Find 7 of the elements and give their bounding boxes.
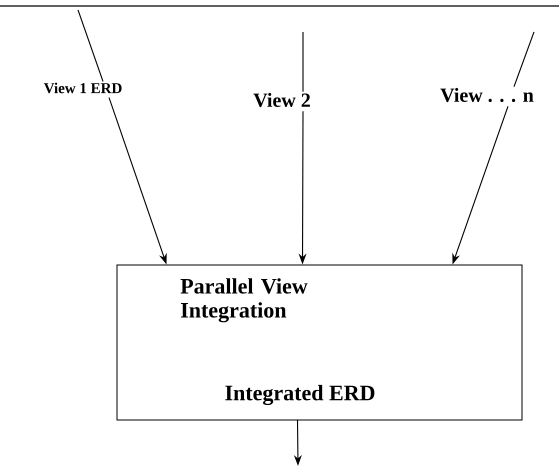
view-label: View 1 ERD bbox=[44, 82, 122, 94]
view-label: View . . . n bbox=[440, 88, 534, 102]
process-box: Parallel View Integration Integrated ERD bbox=[116, 264, 522, 420]
line bbox=[513, 32, 535, 87]
view-label: View 2 bbox=[253, 92, 310, 108]
line bbox=[302, 32, 304, 92]
line bbox=[78, 10, 104, 82]
